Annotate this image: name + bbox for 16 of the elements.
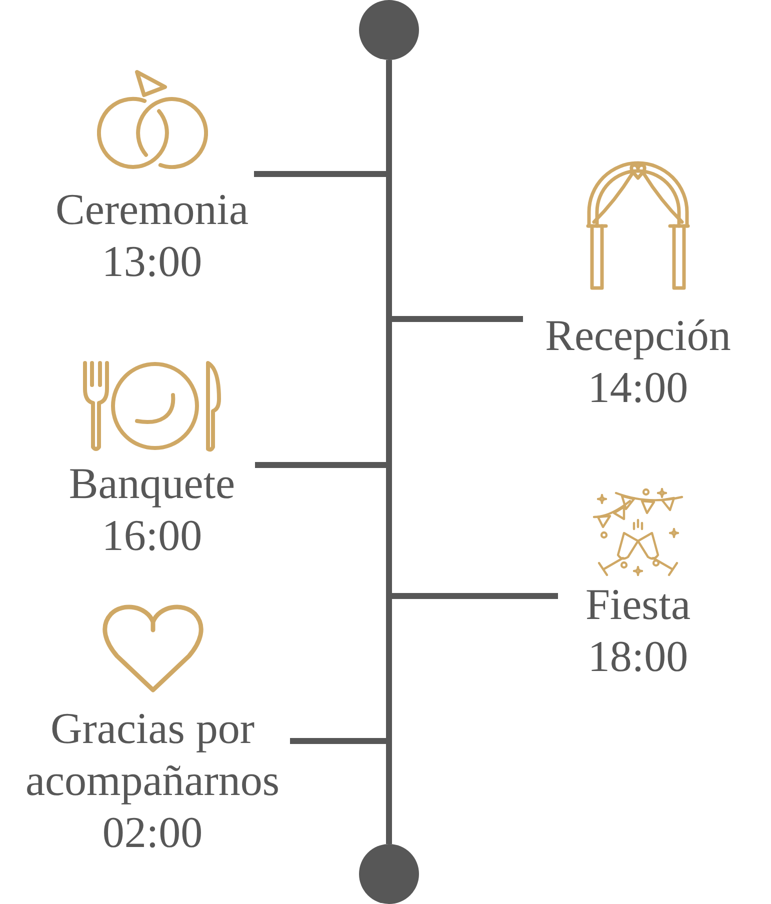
event-title: Ceremonia — [55, 184, 249, 236]
event-title: Fiesta — [585, 579, 691, 631]
event-title: Recepción — [545, 310, 731, 362]
timeline-line — [386, 60, 392, 844]
event-title: Gracias por acompañarnos — [24, 703, 281, 807]
connector-line — [254, 171, 389, 177]
event-time: 13:00 — [102, 236, 202, 288]
event-time: 18:00 — [588, 631, 688, 683]
connector-line — [255, 462, 389, 468]
connector-line — [389, 593, 558, 599]
event-time: 02:00 — [102, 807, 203, 859]
event-time: 16:00 — [102, 510, 202, 562]
connector-line — [389, 316, 523, 322]
event-title: Banquete — [68, 458, 236, 510]
event-time: 14:00 — [588, 362, 688, 414]
connector-line — [290, 738, 389, 744]
